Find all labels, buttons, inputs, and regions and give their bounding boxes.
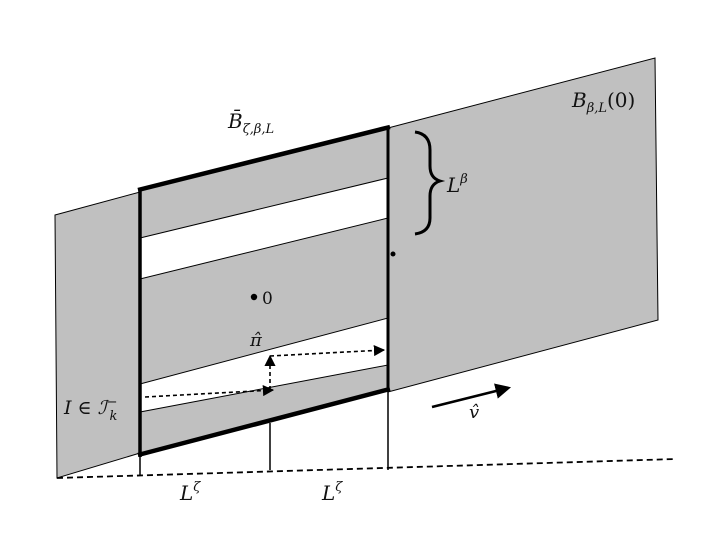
width-label-left: Lζ: [179, 480, 201, 505]
plane-label: Bβ,L(0): [571, 88, 635, 116]
interval-label: I ∈ ℐ−k: [63, 395, 118, 424]
height-label: Lβ: [446, 172, 468, 197]
direction-arrow-v: [431, 383, 512, 409]
box-top-edge: [137, 124, 391, 193]
box-bottom-edge: [137, 386, 391, 458]
dashed-path-horizontal: [269, 344, 386, 357]
origin-label: 0: [262, 289, 273, 309]
width-label-right: Lζ: [321, 480, 343, 505]
plane-left-part: [54, 191, 141, 479]
curly-brace: [414, 130, 446, 236]
box-label: B̄ζ,β,L: [227, 108, 274, 137]
v-hat-label: v̂: [469, 402, 479, 423]
pi-hat-label: π̂: [249, 330, 263, 351]
origin-dot: [250, 293, 258, 301]
right-edge-dot: [390, 251, 396, 257]
dashed-path-diagonal: [144, 384, 275, 398]
dashed-baseline: [56, 458, 677, 479]
